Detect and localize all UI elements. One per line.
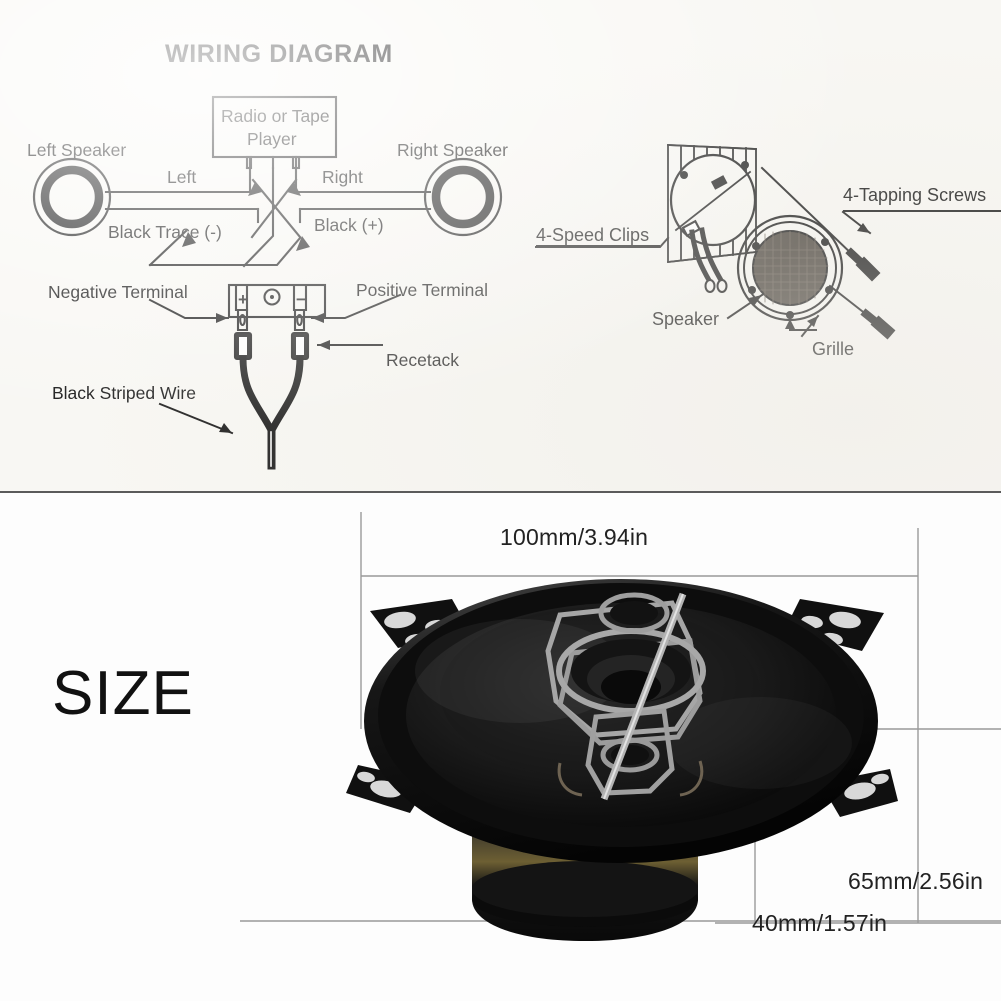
black-striped-wire-label: Black Striped Wire xyxy=(52,383,196,403)
connector-body xyxy=(227,283,327,319)
terminal-plus-symbol: + xyxy=(238,290,248,309)
size-diagram-graphics xyxy=(240,512,1001,941)
radio-box-label-line2: Player xyxy=(247,129,297,149)
left-speaker-label: Left Speaker xyxy=(27,140,127,160)
dimension-width-label: 100mm/3.94in xyxy=(500,524,649,550)
speaker-label: Speaker xyxy=(652,309,720,329)
right-speaker-label: Right Speaker xyxy=(397,140,508,160)
speaker-photo xyxy=(346,579,898,941)
grille-label: Grille xyxy=(812,339,855,359)
right-speaker-outer xyxy=(423,157,503,237)
section-divider xyxy=(0,491,1001,493)
left-speaker-ring xyxy=(40,165,104,229)
wiring-diagram-title: WIRING DIAGRAM xyxy=(165,40,393,68)
wiring-diagram-panel: WIRING DIAGRAM Radio or Tape Player Left… xyxy=(0,0,1001,492)
speed-clips-label: 4-Speed Clips xyxy=(536,225,650,245)
wiring-diagram-graphics xyxy=(32,95,1001,470)
right-speaker-ring xyxy=(431,165,495,229)
radio-box-label-line1: Radio or Tape xyxy=(221,106,330,126)
positive-terminal-label: Positive Terminal xyxy=(356,280,488,300)
black-trace-negative-label: Black Trace (-) xyxy=(108,222,222,242)
dimension-depth-label: 40mm/1.57in xyxy=(752,910,888,936)
radio-box-outline xyxy=(211,95,338,159)
size-heading: SIZE xyxy=(52,659,194,728)
right-wire-label: Right xyxy=(322,167,363,187)
size-panel: SIZE 100mm/3.94in 65mm/2.56in 40mm/1.57i… xyxy=(0,493,1001,1001)
tapping-screws-label: 4-Tapping Screws xyxy=(843,185,987,205)
left-wire-label: Left xyxy=(167,167,197,187)
recetack-label: Recetack xyxy=(386,350,459,370)
black-positive-label: Black (+) xyxy=(314,215,384,235)
dimension-mounting-depth-label: 65mm/2.56in xyxy=(848,868,984,894)
left-speaker-outer xyxy=(32,157,112,237)
terminal-minus-symbol: − xyxy=(296,290,306,309)
negative-terminal-label: Negative Terminal xyxy=(48,282,188,302)
right-positive-wire xyxy=(294,166,432,194)
